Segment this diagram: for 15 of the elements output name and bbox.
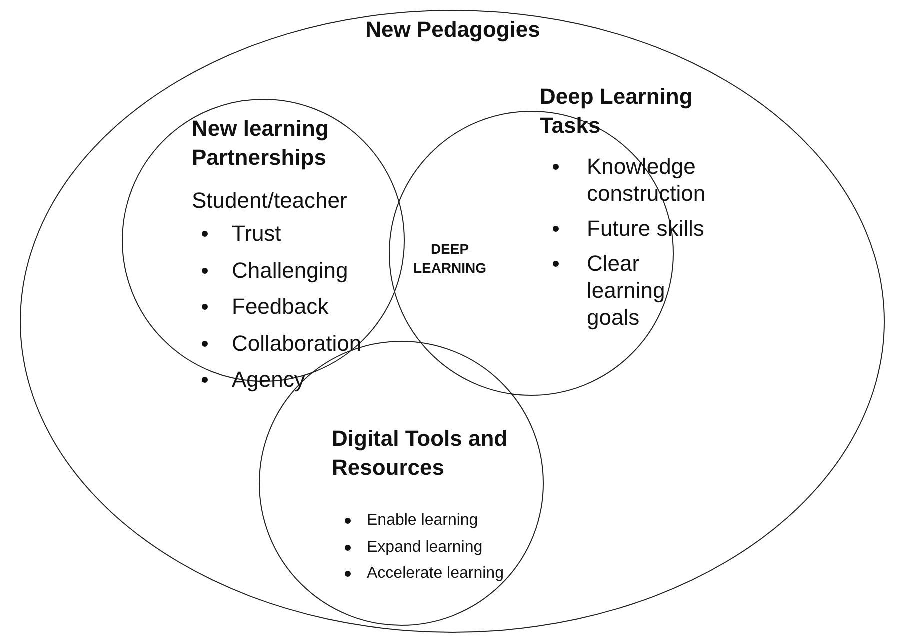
list-item: Enable learning — [340, 510, 570, 532]
list-item: Collaboration — [195, 330, 415, 358]
heading: Deep Learning Tasks — [540, 83, 694, 140]
list-item: Feedback — [195, 293, 415, 321]
heading: Digital Tools and Resources — [332, 425, 509, 482]
list-item: Trust — [195, 220, 415, 248]
center-label: DEEP LEARNING — [412, 240, 488, 278]
list-item: Clear learning goals — [544, 250, 717, 331]
outer-ellipse — [20, 10, 885, 633]
heading: New Pedagogies — [364, 16, 542, 44]
list-item: Challenging — [195, 256, 415, 284]
list-item: Accelerate learning — [340, 563, 570, 585]
heading: New learning Partnerships — [192, 115, 330, 172]
list-item: Expand learning — [340, 536, 570, 558]
subheading: Student/teacher — [192, 187, 348, 215]
